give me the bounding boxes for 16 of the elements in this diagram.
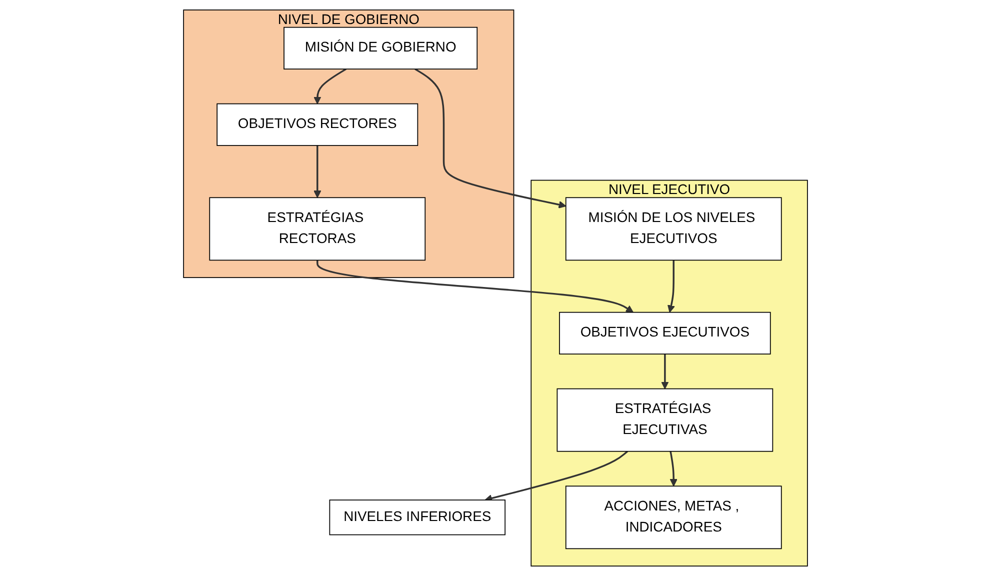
node-box: ACCIONES, METAS , INDICADORES (565, 486, 782, 550)
arrow (667, 260, 675, 313)
node-box: ESTRATÉGIAS RECTORAS (209, 197, 426, 261)
node-box: MISIÓN DE LOS NIVELES EJECUTIVOS (565, 197, 782, 261)
arrow (314, 68, 347, 104)
arrow (661, 354, 669, 390)
node-box: OBJETIVOS RECTORES (216, 103, 418, 146)
node-box: NIVELES INFERIORES (329, 500, 506, 536)
node-box: MISIÓN DE GOBIERNO (284, 26, 478, 70)
arrow (414, 68, 566, 208)
arrow (484, 450, 628, 502)
node-box: ESTRATÉGIAS EJECUTIVAS (556, 388, 774, 452)
arrow (314, 146, 322, 198)
arrow (316, 260, 634, 313)
node-box: OBJETIVOS EJECUTIVOS (559, 312, 771, 354)
arrow (670, 451, 678, 486)
